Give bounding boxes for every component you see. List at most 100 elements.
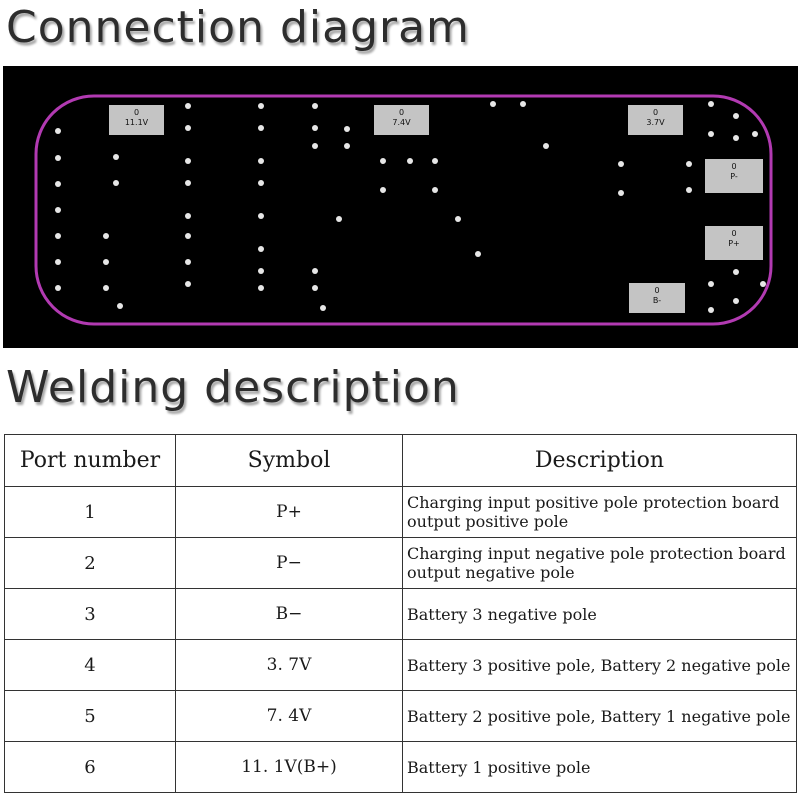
via-hole: [344, 143, 350, 149]
via-hole: [258, 125, 264, 131]
via-hole: [103, 259, 109, 265]
via-hole: [320, 305, 326, 311]
via-hole: [258, 180, 264, 186]
description: Battery 3 positive pole, Battery 2 negat…: [402, 639, 797, 691]
via-hole: [686, 161, 692, 167]
via-hole: [475, 251, 481, 257]
via-hole: [760, 281, 766, 287]
via-hole: [543, 143, 549, 149]
via-hole: [312, 285, 318, 291]
via-hole: [520, 101, 526, 107]
table-row: 1 P+ Charging input positive pole protec…: [4, 486, 797, 538]
via-hole: [380, 158, 386, 164]
via-hole: [708, 281, 714, 287]
via-hole: [185, 125, 191, 131]
via-hole: [733, 298, 739, 304]
via-hole: [407, 158, 413, 164]
via-hole: [312, 268, 318, 274]
via-hole: [490, 101, 496, 107]
via-hole: [185, 158, 191, 164]
via-hole: [258, 285, 264, 291]
via-holes: [55, 101, 766, 313]
via-hole: [113, 180, 119, 186]
via-hole: [185, 259, 191, 265]
port-number: 5: [4, 690, 176, 742]
welding-table: Port number Symbol Description 1 P+ Char…: [4, 434, 797, 793]
via-hole: [103, 285, 109, 291]
symbol: P+: [175, 486, 403, 538]
header-port-number: Port number: [4, 434, 176, 487]
via-hole: [103, 233, 109, 239]
via-hole: [185, 213, 191, 219]
via-hole: [708, 131, 714, 137]
via-hole: [455, 216, 461, 222]
via-hole: [113, 154, 119, 160]
via-hole: [185, 281, 191, 287]
via-hole: [733, 113, 739, 119]
via-hole: [733, 269, 739, 275]
via-hole: [185, 103, 191, 109]
symbol: B−: [175, 588, 403, 640]
port-number: 6: [4, 741, 176, 793]
via-hole: [258, 103, 264, 109]
via-hole: [258, 268, 264, 274]
via-hole: [312, 143, 318, 149]
via-hole: [432, 187, 438, 193]
table-row: 4 3. 7V Battery 3 positive pole, Battery…: [4, 639, 797, 691]
via-hole: [733, 135, 739, 141]
via-hole: [344, 126, 350, 132]
via-hole: [312, 103, 318, 109]
via-hole: [618, 190, 624, 196]
board-outline: [34, 94, 773, 326]
via-hole: [618, 161, 624, 167]
via-hole: [752, 131, 758, 137]
via-hole: [258, 213, 264, 219]
table-row: 6 11. 1V(B+) Battery 1 positive pole: [4, 741, 797, 793]
via-hole: [55, 233, 61, 239]
via-hole: [55, 207, 61, 213]
via-hole: [185, 180, 191, 186]
via-hole: [55, 128, 61, 134]
via-hole: [55, 259, 61, 265]
table-header-row: Port number Symbol Description: [4, 434, 797, 487]
via-hole: [312, 125, 318, 131]
port-number: 3: [4, 588, 176, 640]
via-hole: [708, 101, 714, 107]
via-hole: [117, 303, 123, 309]
table-row: 2 P− Charging input negative pole protec…: [4, 537, 797, 589]
welding-description-title: Welding description: [6, 362, 460, 413]
header-description: Description: [402, 434, 797, 487]
description: Battery 3 negative pole: [402, 588, 797, 640]
port-number: 4: [4, 639, 176, 691]
symbol: 7. 4V: [175, 690, 403, 742]
pcb-board-svg: [34, 94, 773, 326]
via-hole: [336, 216, 342, 222]
symbol: 3. 7V: [175, 639, 403, 691]
symbol: P−: [175, 537, 403, 589]
via-hole: [185, 233, 191, 239]
description: Battery 2 positive pole, Battery 1 negat…: [402, 690, 797, 742]
via-hole: [380, 187, 386, 193]
via-hole: [55, 155, 61, 161]
header-symbol: Symbol: [175, 434, 403, 487]
via-hole: [258, 158, 264, 164]
via-hole: [258, 246, 264, 252]
via-hole: [708, 307, 714, 313]
via-hole: [686, 187, 692, 193]
table-row: 5 7. 4V Battery 2 positive pole, Battery…: [4, 690, 797, 742]
table-row: 3 B− Battery 3 negative pole: [4, 588, 797, 640]
symbol: 11. 1V(B+): [175, 741, 403, 793]
connection-diagram-title: Connection diagram: [6, 2, 470, 53]
via-hole: [55, 285, 61, 291]
description: Charging input negative pole protection …: [402, 537, 797, 589]
via-hole: [432, 158, 438, 164]
description: Battery 1 positive pole: [402, 741, 797, 793]
via-hole: [55, 181, 61, 187]
